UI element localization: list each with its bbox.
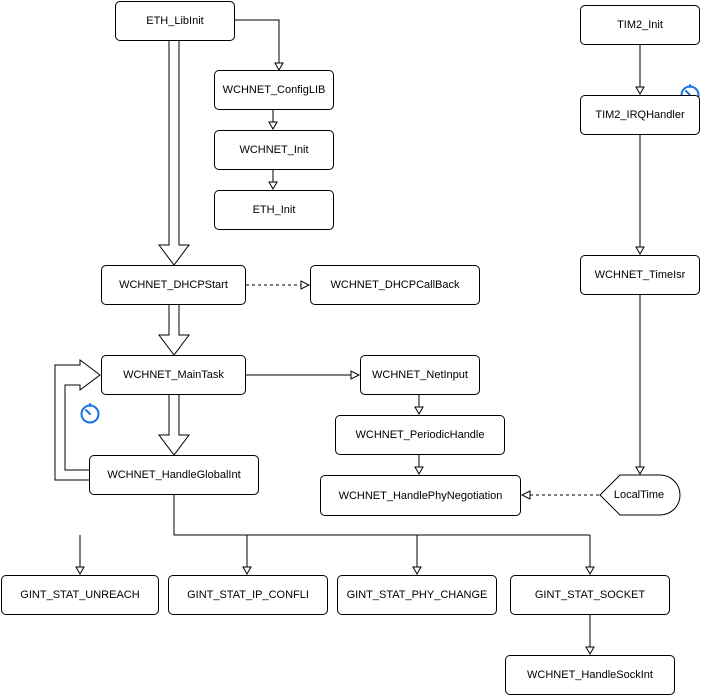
node-wchnet-handleglobalint: WCHNET_HandleGlobalInt [89,455,259,495]
node-wchnet-handlesockint: WCHNET_HandleSockInt [505,655,675,695]
node-gint-stat-ip-confli: GINT_STAT_IP_CONFLI [168,575,328,615]
arrowhead [635,466,645,476]
node-gint-stat-unreach: GINT_STAT_UNREACH [1,575,159,615]
arrowhead [585,646,595,656]
edge-globalint-bus [173,495,590,536]
node-wchnet-timeisr: WCHNET_TimeIsr [580,255,700,295]
arrowhead [412,566,422,576]
node-tim2-irqhandler: TIM2_IRQHandler [580,95,700,135]
node-wchnet-netinput: WCHNET_NetInput [360,355,480,395]
arrowhead [635,246,645,256]
node-wchnet-maintask: WCHNET_MainTask [101,355,246,395]
node-wchnet-init: WCHNET_Init [214,130,334,170]
arrowhead [414,466,424,476]
node-wchnet-configlib: WCHNET_ConfigLIB [214,70,334,110]
node-wchnet-dhcpstart: WCHNET_DHCPStart [101,265,246,305]
arrowhead [635,86,645,96]
arrowhead [300,280,311,290]
node-localtime: LocalTime [613,489,665,501]
edge-libinit-dhcpstart [158,40,190,266]
edge-libinit-configlib [234,19,280,64]
localtime-shape [599,474,681,516]
timer-icon [80,403,100,424]
arrowhead [585,566,595,576]
arrowhead [268,121,278,131]
node-eth-libinit: ETH_LibInit [115,1,235,41]
node-wchnet-dhcpcallback: WCHNET_DHCPCallBack [310,265,480,305]
edge-globalint-loop [54,359,101,481]
arrowhead [268,181,278,191]
arrowhead [274,62,284,72]
edge-dhcpstart-maintask [158,305,190,356]
arrowhead [520,490,531,500]
node-tim2-init: TIM2_Init [580,5,700,45]
edge-maintask-globalint [158,395,190,456]
node-gint-stat-phy-change: GINT_STAT_PHY_CHANGE [337,575,497,615]
node-wchnet-handlephynegotiation: WCHNET_HandlePhyNegotiation [320,475,521,516]
arrowhead [414,406,424,416]
arrowhead [350,370,361,380]
node-gint-stat-socket: GINT_STAT_SOCKET [510,575,670,615]
node-wchnet-periodichandle: WCHNET_PeriodicHandle [335,415,505,455]
arrowhead [75,566,85,576]
node-eth-init: ETH_Init [214,190,334,230]
arrowhead [242,566,252,576]
